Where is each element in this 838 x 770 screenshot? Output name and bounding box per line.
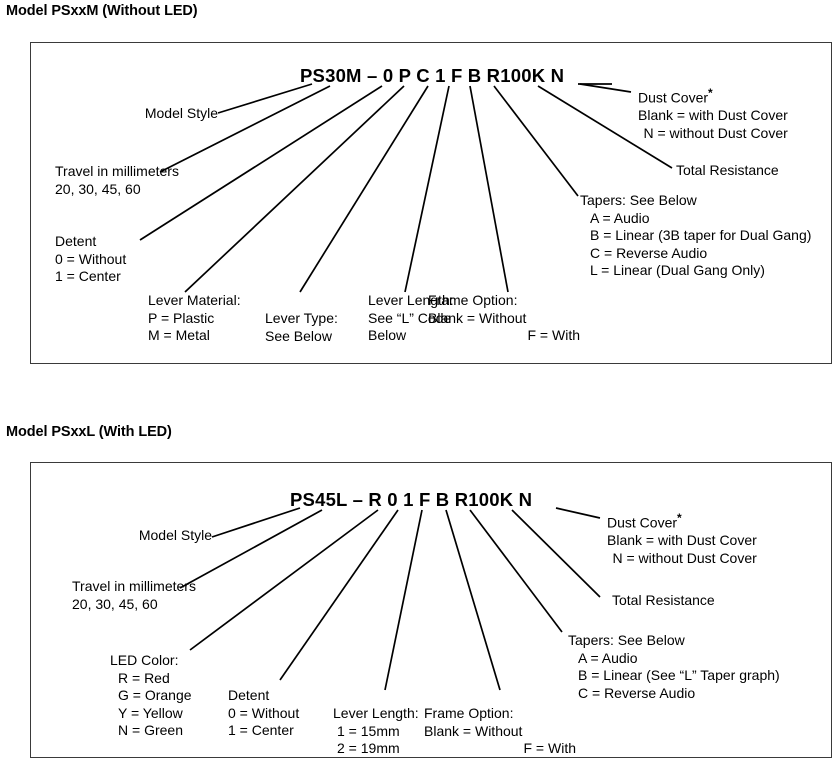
panel-1-callout-total-resistance: Total Resistance — [676, 162, 779, 178]
panel-1-callout-model-style: Model Style — [144, 105, 218, 121]
panel-1-part-number: PS30M – 0 P C 1 F B R100K N — [300, 65, 564, 87]
leader-total-resistance — [537, 85, 673, 169]
panel-2-callout-led-color: LED Color: R = Red G = Orange Y = Yellow… — [110, 652, 192, 738]
panel-1-callout-dust-cover: Dust Cover* Blank = with Dust Cover N = … — [638, 86, 788, 141]
leader-lever-type — [299, 85, 429, 293]
leader-model-style — [217, 83, 313, 114]
part-number-text: PS30M – 0 P C 1 F B R100K N — [300, 65, 565, 86]
part-number-text: PS45L – R 0 1 F B R100K N — [290, 489, 533, 510]
panel-1-callout-detent: Detent 0 = Without 1 = Center — [55, 233, 127, 284]
panel-2-part-number: PS45L – R 0 1 F B R100K N — [290, 489, 532, 511]
panel-1-title: Model PSxxM (Without LED) — [6, 3, 198, 19]
panel-1-callout-lever-length: Lever Length: See “L” Code Below — [368, 292, 454, 343]
panel-2-callout-model-style: Model Style — [138, 527, 212, 543]
panel-2-callout-lever-length: Lever Length: 1 = 15mm 2 = 19mm — [333, 705, 419, 756]
panel-1-callout-lever-material: Lever Material: P = Plastic M = Metal — [148, 292, 241, 343]
leader-detent — [279, 509, 399, 681]
panel-2-callout-detent: Detent 0 = Without 1 = Center — [228, 687, 300, 738]
leader-dust-cover — [579, 83, 632, 93]
leader-led-color — [189, 509, 379, 651]
panel-1-box — [30, 42, 832, 364]
leader-total-resistance — [511, 509, 601, 598]
asterisk-icon: * — [677, 511, 682, 525]
leader-tapers — [469, 509, 563, 633]
panel-2-callout-tapers: Tapers: See Below A = Audio B = Linear (… — [568, 632, 780, 701]
dust-cover-title: Dust Cover* — [638, 86, 713, 106]
panel-2-title: Model PSxxL (With LED) — [6, 424, 172, 440]
panel-1-callout-lever-type: Lever Type: See Below — [265, 310, 338, 344]
panel-1-callout-tapers: Tapers: See Below A = Audio B = Linear (… — [580, 192, 812, 278]
leader-lever-length — [384, 509, 423, 691]
panel-2-box — [30, 462, 832, 758]
panel-2-callout-frame-option: Frame Option: Blank = Without F = With — [424, 705, 576, 756]
leader-lever-length — [404, 85, 450, 293]
leader-tapers — [493, 85, 579, 197]
leader-frame-option — [469, 85, 509, 293]
leader-travel — [159, 85, 331, 173]
leader-dust-cover — [555, 507, 601, 519]
leader-frame-option — [445, 509, 501, 691]
leader-lever-material — [184, 85, 405, 293]
panel-2-callout-travel: Travel in millimeters 20, 30, 45, 60 — [72, 578, 196, 612]
leader-travel — [179, 509, 323, 589]
panel-2-callout-dust-cover: Dust Cover* Blank = with Dust Cover N = … — [607, 511, 757, 566]
panel-1-callout-travel: Travel in millimeters 20, 30, 45, 60 — [55, 163, 179, 197]
asterisk-icon: * — [708, 86, 713, 100]
leader-detent — [139, 85, 383, 241]
panel-2-callout-total-resistance: Total Resistance — [612, 592, 715, 608]
dust-cover-title: Dust Cover* — [607, 511, 682, 531]
panel-1-callout-frame-option: Frame Option: Blank = Without F = With — [428, 292, 580, 343]
leader-model-style — [211, 507, 301, 538]
